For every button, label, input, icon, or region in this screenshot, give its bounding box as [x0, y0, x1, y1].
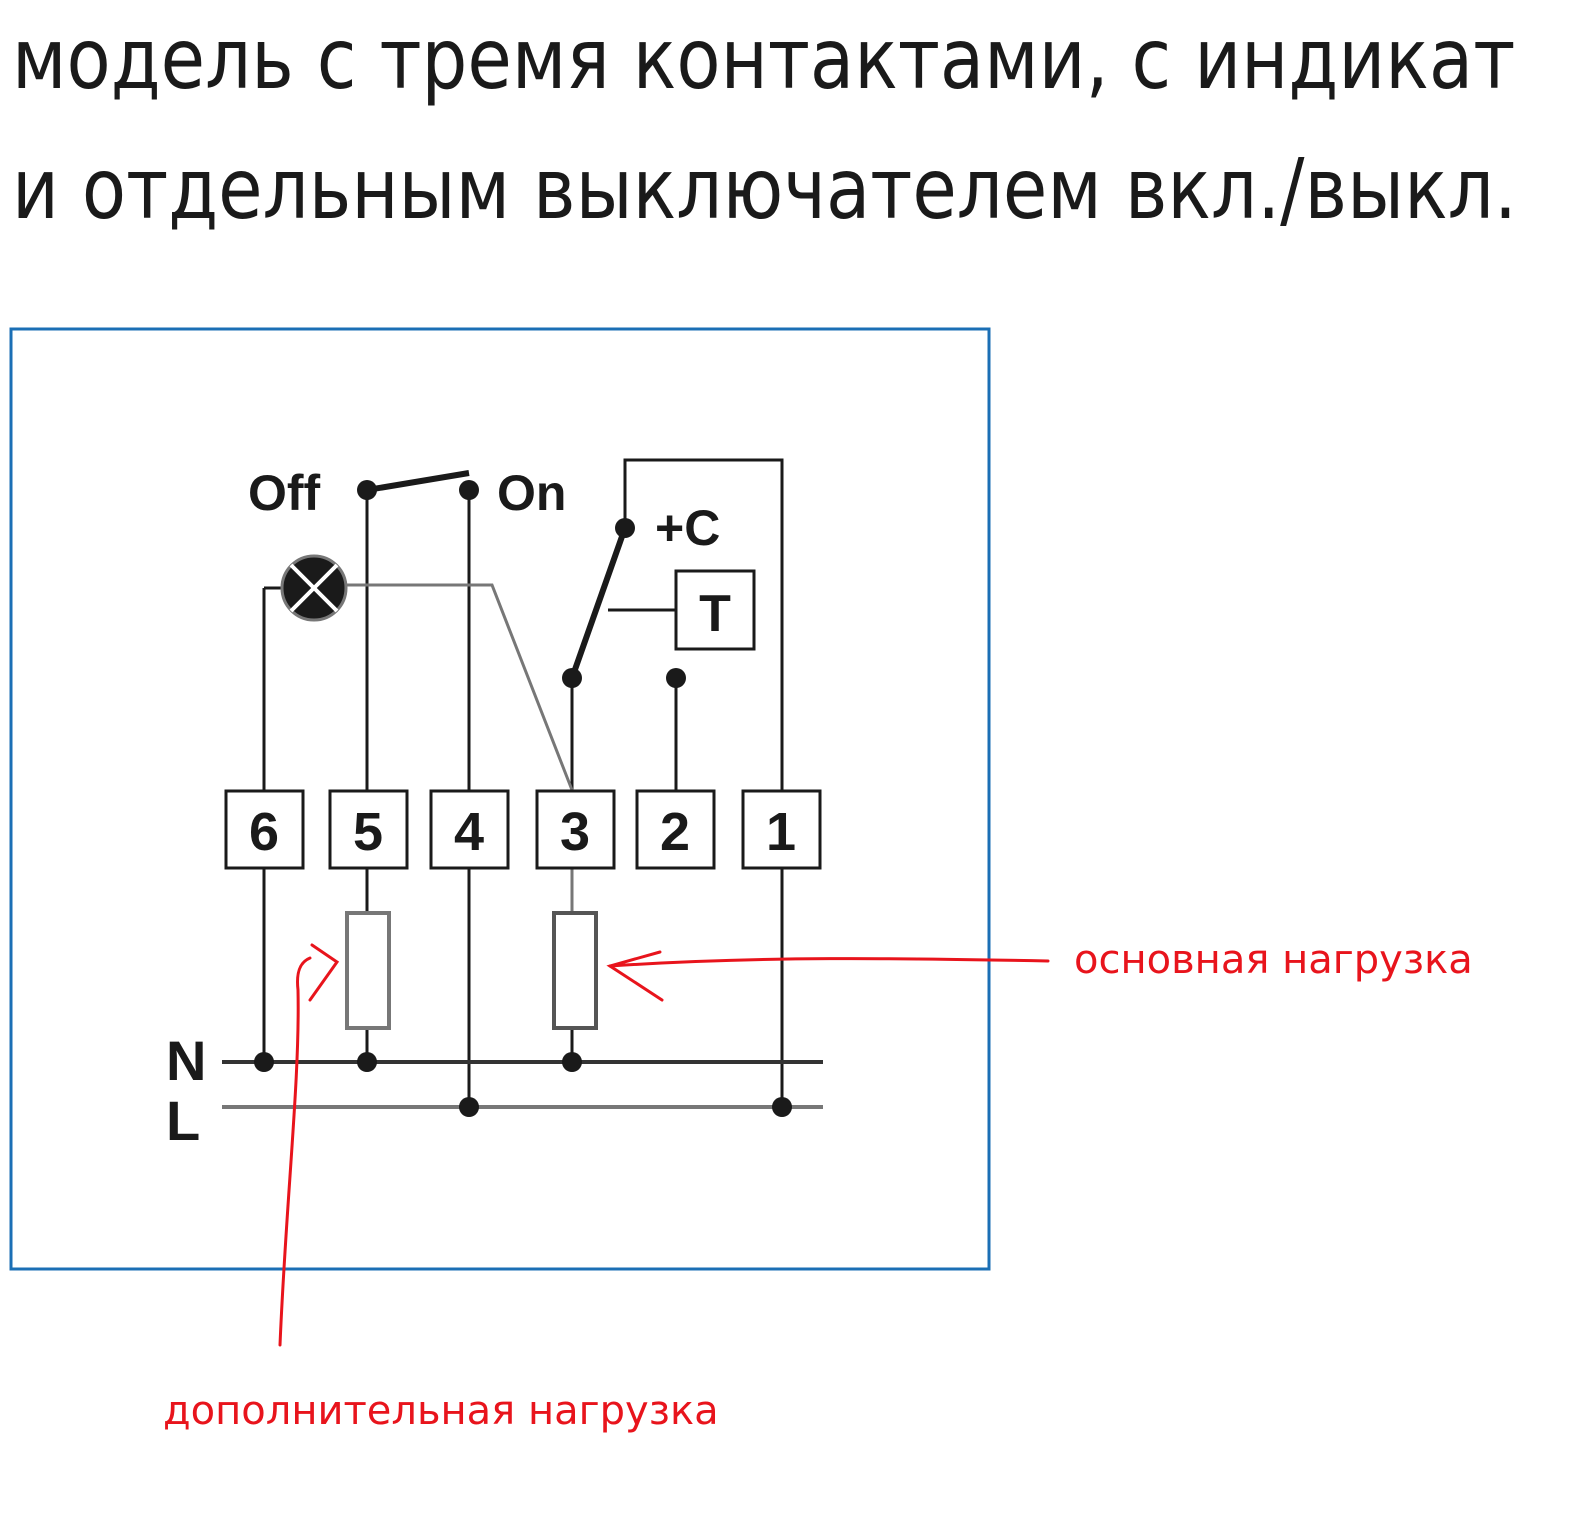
terminal-label-4: 4 [454, 802, 484, 862]
switch-on-contact [459, 480, 479, 500]
terminal-label-3: 3 [560, 802, 590, 862]
terminal-label-1: 1 [766, 802, 796, 862]
diagram-frame [9, 327, 991, 1271]
terminal-box-2 [635, 789, 716, 870]
main-load-resistor [552, 911, 598, 1030]
terminal-label-6: 6 [249, 802, 279, 862]
terminal-box-1 [741, 789, 822, 870]
switch-off-label: Off [248, 465, 321, 521]
extra-load-arrowhead [308, 943, 340, 1002]
terminal-label-5: 5 [353, 802, 383, 862]
neutral-label: N [166, 1029, 206, 1092]
contact-terminal-2 [666, 668, 686, 688]
switch-on-label: On [497, 465, 566, 521]
terminal-box-4 [429, 789, 510, 870]
main-load-arrow [608, 957, 1050, 968]
wire-lamp-right [346, 583, 574, 791]
junction-n-5 [357, 1052, 377, 1072]
junction-n-3 [562, 1052, 582, 1072]
switch-off-contact [357, 480, 377, 500]
thermostat-contact [569, 527, 628, 679]
indicator-lamp-icon [280, 554, 348, 622]
switch-lever [366, 470, 470, 493]
junction-l-1 [772, 1097, 792, 1117]
terminal-label-2: 2 [660, 802, 690, 862]
thermostat-box [674, 569, 756, 651]
terminal-box-6 [224, 789, 305, 870]
main-load-arrowhead [606, 950, 664, 1002]
contact-terminal-3 [562, 668, 582, 688]
terminal-box-3 [535, 789, 616, 870]
junction-n-6 [254, 1052, 274, 1072]
extra-load-resistor [345, 911, 391, 1030]
extra-load-arrow [278, 956, 312, 1347]
main-load-annotation: основная нагрузка [1074, 937, 1473, 983]
thermostat-label: T [699, 585, 731, 643]
terminal-box-5 [328, 789, 409, 870]
extra-load-annotation: дополнительная нагрузка [163, 1388, 719, 1434]
heading-line-2: и отдельным выключателем вкл./выкл. [12, 140, 1517, 238]
junction-l-4 [459, 1097, 479, 1117]
heading-line-1: модель с тремя контактами, с индикат [12, 10, 1516, 108]
wire-common-loop [623, 458, 784, 790]
common-contact [615, 518, 635, 538]
common-label: +C [655, 500, 720, 556]
live-label: L [166, 1089, 200, 1152]
